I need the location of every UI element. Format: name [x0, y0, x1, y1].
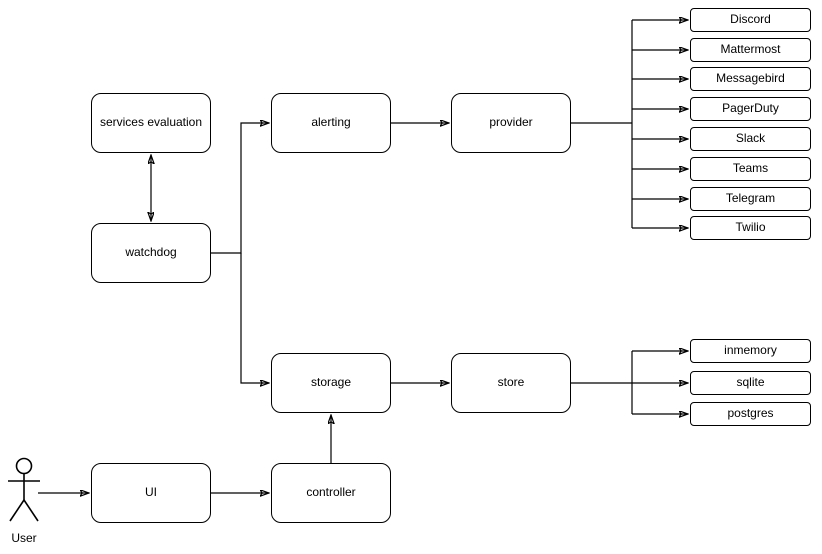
node-label: Slack [735, 131, 766, 146]
node-store[interactable]: store [451, 353, 571, 413]
node-label: alerting [311, 115, 351, 130]
node-label: Discord [730, 12, 771, 27]
node-slack[interactable]: Slack [690, 127, 811, 151]
node-label: services evaluation [99, 115, 203, 130]
node-label: sqlite [736, 375, 765, 390]
node-controller[interactable]: controller [271, 463, 391, 523]
node-inmemory[interactable]: inmemory [690, 339, 811, 363]
node-watchdog[interactable]: watchdog [91, 223, 211, 283]
node-postgres[interactable]: postgres [690, 402, 811, 426]
node-provider[interactable]: provider [451, 93, 571, 153]
node-label: watchdog [125, 245, 177, 260]
node-label: controller [306, 485, 356, 500]
node-teams[interactable]: Teams [690, 157, 811, 181]
node-alerting[interactable]: alerting [271, 93, 391, 153]
node-label: provider [489, 115, 533, 130]
node-label: postgres [727, 406, 774, 421]
node-messagebird[interactable]: Messagebird [690, 67, 811, 91]
node-telegram[interactable]: Telegram [690, 187, 811, 211]
node-label: Twilio [735, 220, 766, 235]
edge-watchdog-to-storage [240, 253, 269, 383]
node-label: UI [145, 485, 157, 500]
node-label: Telegram [725, 191, 776, 206]
node-services-evaluation[interactable]: services evaluation [91, 93, 211, 153]
node-label: Mattermost [720, 42, 781, 57]
node-storage[interactable]: storage [271, 353, 391, 413]
node-ui[interactable]: UI [91, 463, 211, 523]
node-mattermost[interactable]: Mattermost [690, 38, 811, 62]
user-actor[interactable] [4, 455, 52, 535]
node-sqlite[interactable]: sqlite [690, 371, 811, 395]
node-label: Messagebird [716, 71, 785, 86]
actor-leg-right-icon [23, 499, 39, 522]
user-actor-label: User [11, 531, 37, 545]
node-label: inmemory [724, 343, 777, 358]
node-label: storage [310, 375, 352, 390]
node-discord[interactable]: Discord [690, 8, 811, 32]
node-pagerduty[interactable]: PagerDuty [690, 97, 811, 121]
actor-head-icon [15, 457, 33, 475]
node-twilio[interactable]: Twilio [690, 216, 811, 240]
node-label: Teams [732, 161, 769, 176]
node-label: store [497, 375, 525, 390]
node-label: PagerDuty [722, 101, 779, 116]
actor-leg-left-icon [9, 499, 25, 522]
edge-watchdog-to-alerting [211, 123, 269, 254]
